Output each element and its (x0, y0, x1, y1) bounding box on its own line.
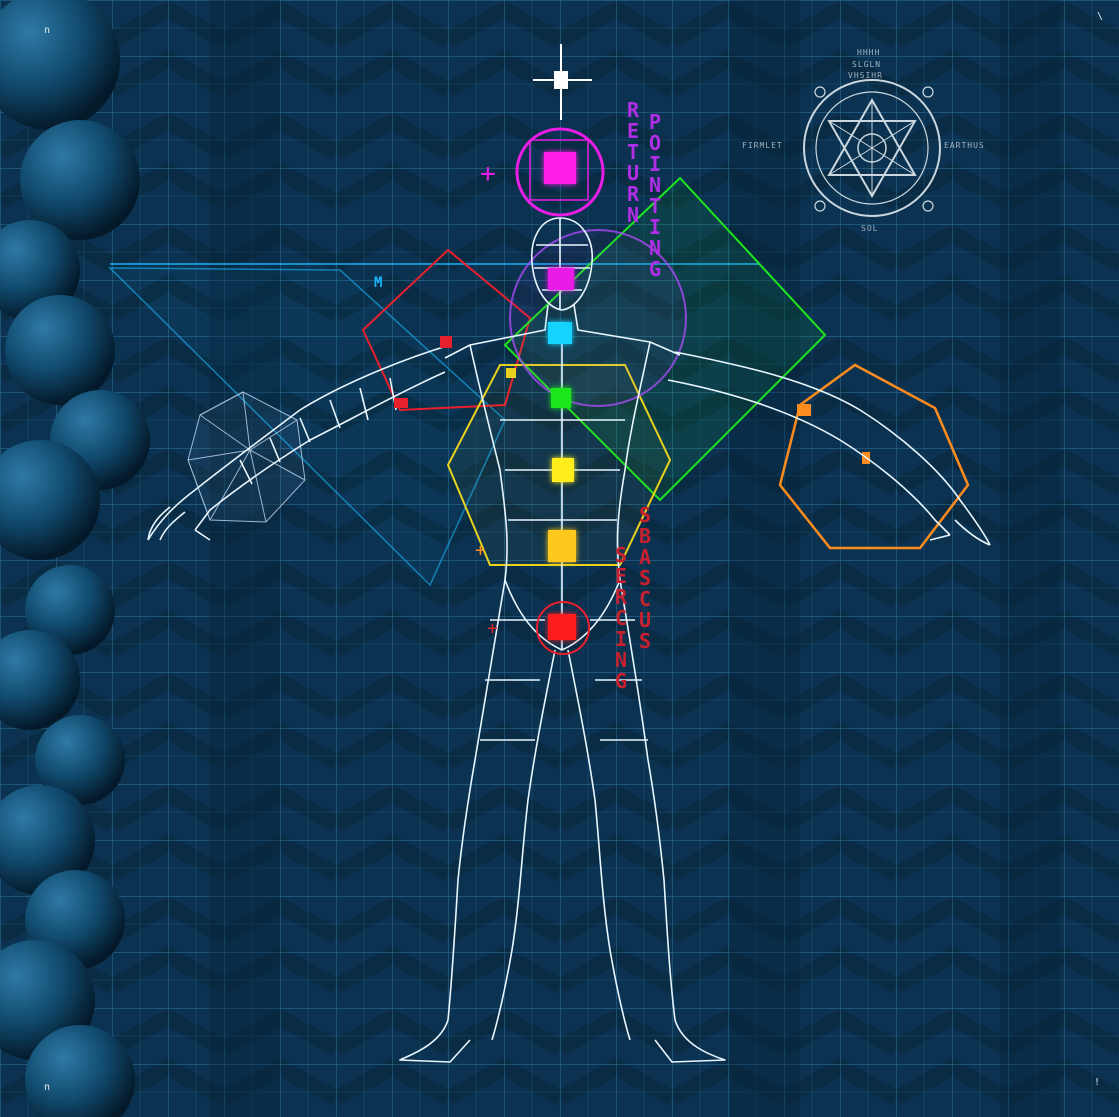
sigil-label-left: FIRMLET (742, 141, 783, 150)
corner-mark-bottom-right: ! (1094, 1078, 1100, 1088)
crown-plus: + (480, 159, 496, 189)
yellow-marker (506, 368, 516, 378)
vertical-word-magenta-2: POINTING (646, 112, 664, 280)
elbow-marker (394, 398, 408, 408)
chakra-heart-glyph (551, 388, 571, 408)
chakra-solar-glyph (552, 458, 574, 482)
shoulder-marker (440, 336, 452, 348)
corner-mark-top-right: \ (1097, 12, 1103, 22)
dark-band-2 (730, 0, 800, 1117)
sigil-label-bottom: SOL (861, 224, 878, 233)
red-plus: + (487, 618, 498, 639)
dark-band-3 (1000, 0, 1060, 1117)
chakra-third-eye-glyph (548, 268, 574, 290)
vertical-word-red-1: SERCING (612, 545, 630, 692)
vertical-word-red-2: SBASCUS (636, 505, 654, 652)
chakra-throat-glyph (548, 322, 572, 344)
chakra-crown-glyph (544, 152, 576, 184)
chakra-root-glyph (548, 614, 576, 640)
sigil-label-top-2: SLGLN (852, 60, 881, 69)
cyan-marker: M (374, 275, 382, 291)
orange-node-1 (797, 404, 811, 416)
sigil-label-top-1: HHHH (857, 48, 880, 57)
corner-mark-top-left: n (44, 26, 50, 36)
corner-mark-bottom-left: n (44, 1083, 50, 1093)
sigil-label-top-3: VHSIHR (848, 71, 883, 80)
sigil-label-right: EARTHUS (944, 141, 985, 150)
dark-band-1 (210, 0, 280, 1117)
vertical-word-magenta-1: RETURN (624, 100, 642, 226)
orange-plus: + (475, 540, 486, 561)
chakra-sacral-glyph (548, 530, 576, 562)
